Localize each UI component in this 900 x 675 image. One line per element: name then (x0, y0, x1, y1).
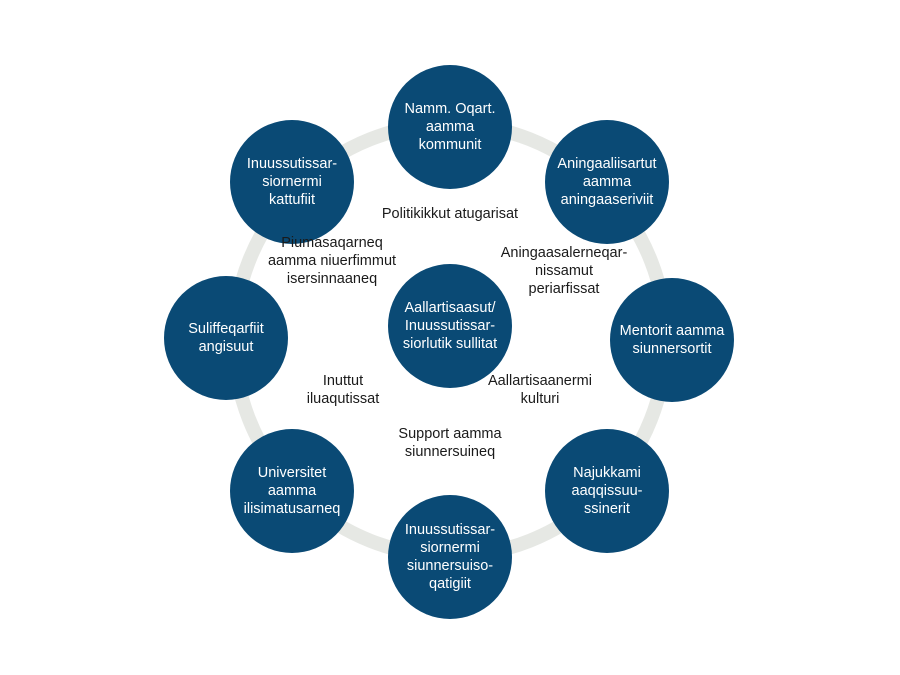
node-namm-oqart-line: Namm. Oqart. (404, 101, 495, 117)
center-node-circle (388, 264, 512, 388)
label-support-line: siunnersuineq (405, 444, 495, 460)
node-circle (230, 120, 354, 244)
node-aningaaliisartut-line: Aningaaliisartut (557, 156, 656, 172)
label-aningaasalerneqarnissamut: Aningaasalerneqar-nissamut periarfissat (501, 245, 628, 297)
node-aningaaliisartut-line: aamma (583, 174, 632, 190)
node-kattufiit-line: Inuussutissar- (247, 156, 337, 172)
node-namm-oqart: Namm. Oqart. aamma kommunit (388, 65, 512, 189)
node-kattufiit-line: siornermi (262, 174, 322, 190)
center-node-line: Inuussutissar- (405, 318, 495, 334)
node-circle (388, 65, 512, 189)
label-piumasaqarneq-line: Piumasaqarneq (281, 235, 383, 251)
label-piumasaqarneq: Piumasaqarneq aamma niuerfimmut isersinnaa… (268, 235, 396, 287)
label-support-line: Support aamma (398, 426, 502, 442)
label-piumasaqarneq-line: isersinnaaneq (287, 271, 377, 287)
label-politikkikkut: Politikikkut atugarisat (382, 206, 518, 222)
center-node: Aallartisaasut/Inuussutissar-siorlutik s… (388, 264, 512, 388)
label-aningaasalerneqarnissamut-line: nissamut (535, 263, 593, 279)
center-node-line: siorlutik sullitat (403, 336, 497, 352)
node-suliffeqarfiit-line: angisuut (199, 339, 254, 355)
node-namm-oqart-line: aamma (426, 119, 475, 135)
node-siunnersuisoqatigiit: Inuussutissar-siornermi siunnersuiso-qati… (388, 495, 512, 619)
node-circle (545, 120, 669, 244)
label-aallartisaanermi-line: Aallartisaanermi (488, 373, 592, 389)
node-najukkami: Najukkami aaqqissuu-ssinerit (545, 429, 669, 553)
label-aningaasalerneqarnissamut-line: periarfissat (529, 281, 600, 297)
labels-layer: Politikikkut atugarisatAningaasalerneqar… (268, 206, 628, 460)
node-aningaaliisartut: Aningaaliisartut aamma aningaaseriviit (545, 120, 669, 244)
node-siunnersuisoqatigiit-line: qatigiit (429, 576, 471, 592)
node-suliffeqarfiit-line: Suliffeqarfiit (188, 321, 264, 337)
label-inuttut-line: iluaqutissat (307, 391, 380, 407)
label-piumasaqarneq-line: aamma niuerfimmut (268, 253, 396, 269)
node-namm-oqart-line: kommunit (419, 137, 482, 153)
node-circle (230, 429, 354, 553)
node-universitet-line: Universitet (258, 465, 327, 481)
node-circle (388, 495, 512, 619)
label-politikkikkut-line: Politikikkut atugarisat (382, 206, 518, 222)
label-inuttut-line: Inuttut (323, 373, 363, 389)
node-circle (164, 276, 288, 400)
node-circle (610, 278, 734, 402)
node-mentorit-line: Mentorit aamma (620, 323, 726, 339)
node-najukkami-line: aaqqissuu- (572, 483, 643, 499)
node-najukkami-line: Najukkami (573, 465, 641, 481)
node-universitet-line: aamma (268, 483, 317, 499)
label-aallartisaanermi: Aallartisaanermi kulturi (488, 373, 592, 407)
label-inuttut: Inuttut iluaqutissat (307, 373, 380, 407)
node-mentorit: Mentorit aamma siunnersortit (610, 278, 734, 402)
node-siunnersuisoqatigiit-line: siornermi (420, 540, 480, 556)
node-aningaaliisartut-line: aningaaseriviit (561, 192, 654, 208)
node-universitet: Universitet aamma ilisimatusarneq (230, 429, 354, 553)
label-aallartisaanermi-line: kulturi (521, 391, 560, 407)
node-mentorit-line: siunnersortit (633, 341, 712, 357)
node-universitet-line: ilisimatusarneq (244, 501, 341, 517)
nodes-layer: Namm. Oqart.aammakommunitAningaaliisartu… (164, 65, 734, 619)
center-node-line: Aallartisaasut/ (404, 300, 496, 316)
node-kattufiit-line: kattufiit (269, 192, 315, 208)
node-kattufiit: Inuussutissar-siornermi kattufiit (230, 120, 354, 244)
node-siunnersuisoqatigiit-line: siunnersuiso- (407, 558, 493, 574)
node-najukkami-line: ssinerit (584, 501, 630, 517)
node-suliffeqarfiit: Suliffeqarfiit angisuut (164, 276, 288, 400)
label-aningaasalerneqarnissamut-line: Aningaasalerneqar- (501, 245, 628, 261)
label-support: Support aamma siunnersuineq (398, 426, 502, 460)
node-circle (545, 429, 669, 553)
node-siunnersuisoqatigiit-line: Inuussutissar- (405, 522, 495, 538)
